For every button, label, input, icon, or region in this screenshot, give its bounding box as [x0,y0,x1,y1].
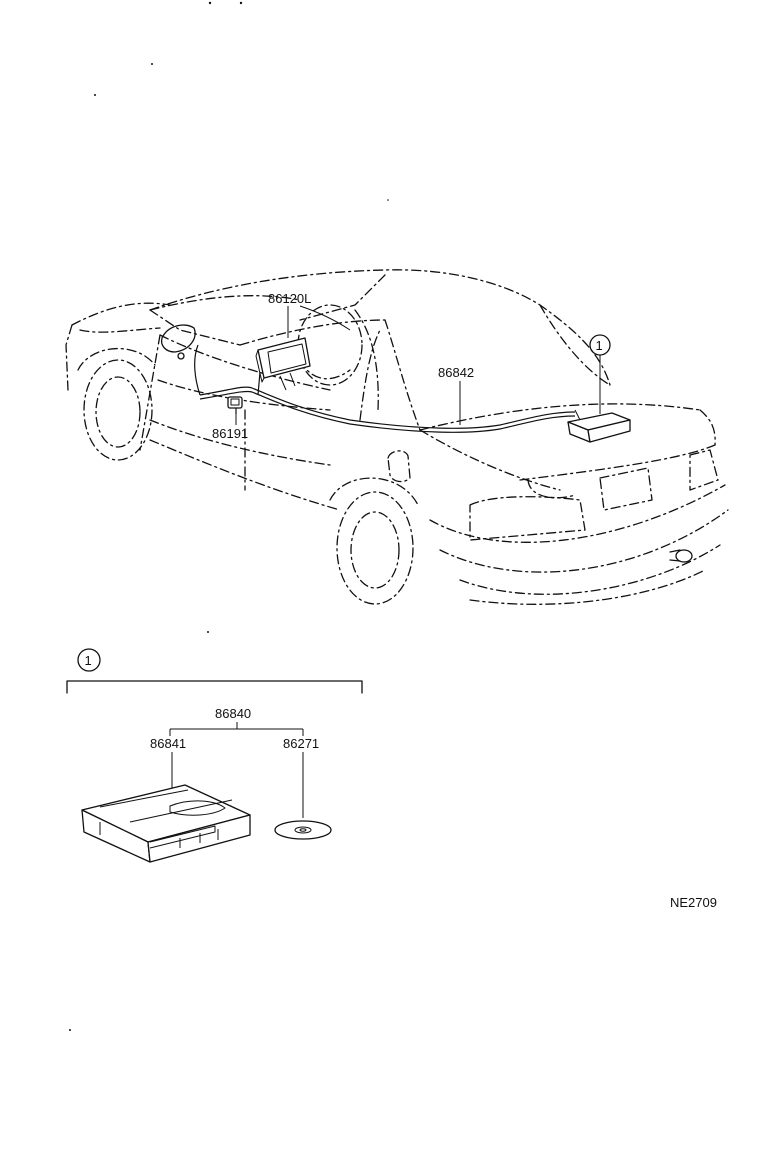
part-number-antenna: 86191 [212,426,248,441]
part-number-set: 86840 [215,706,251,721]
figure-code: NE2709 [670,895,717,910]
navigation-display [255,337,311,391]
legend-callout-circle [77,648,101,672]
part-number-cord: 86842 [438,365,474,380]
legend-callout-number: 1 [85,653,92,668]
navigation-computer-drawing [81,784,251,863]
wiring-harness [194,344,576,433]
label-86191: 86191 [212,408,248,441]
label-86842: 86842 [438,365,474,425]
part-number-navigation-display: 86120L [268,291,311,306]
gps-antenna [227,396,243,409]
callout-number-1: 1 [596,338,603,353]
map-disc-drawing [274,820,332,840]
navigation-computer-in-trunk [567,409,631,443]
exhaust-pipe [669,549,693,563]
parts-legend: 1 86840 86841 86271 [66,648,363,863]
label-86120L: 86120L [268,291,351,338]
part-number-disc: 86271 [283,736,319,751]
scan-specks [69,1,389,1031]
part-number-computer: 86841 [150,736,186,751]
car-outline [65,269,729,605]
label-set-callout: 1 [589,334,611,414]
